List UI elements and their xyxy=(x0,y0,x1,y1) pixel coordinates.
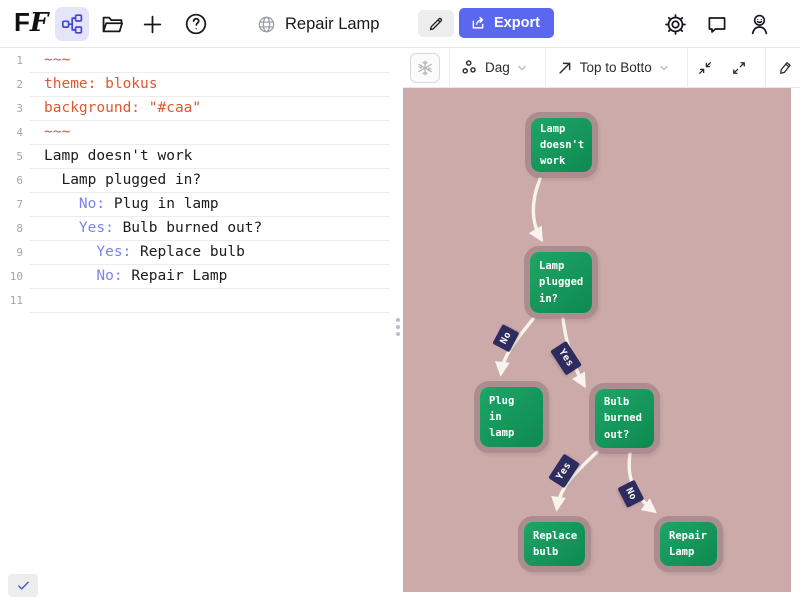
node-label: Plug in lamp xyxy=(480,387,543,447)
code-text: No: Plug in lamp xyxy=(30,193,390,217)
freeze-layout-button[interactable] xyxy=(410,52,440,83)
panel-resize-handle[interactable] xyxy=(394,48,403,600)
export-button[interactable]: Export xyxy=(459,8,554,38)
toolbar-divider xyxy=(449,47,450,88)
flowchart-node[interactable]: Repair Lamp xyxy=(654,516,723,572)
code-text: Lamp doesn't work xyxy=(30,145,390,169)
line-number: 8 xyxy=(16,222,23,235)
flowchart-node[interactable]: Bulb burned out? xyxy=(589,383,660,454)
graph-nodes-icon xyxy=(460,58,479,77)
direction-select[interactable]: Top to Botto xyxy=(546,48,678,88)
editor-line[interactable]: 1 ~~~ xyxy=(0,49,396,73)
globe-icon xyxy=(256,14,277,35)
editor-line[interactable]: 4 ~~~ xyxy=(0,121,396,145)
node-label: Replace bulb xyxy=(524,522,585,566)
snowflake-icon xyxy=(415,58,435,78)
editor-line[interactable]: 11 xyxy=(0,289,396,313)
node-label: Lamp plugged in? xyxy=(530,252,592,313)
node-label: Repair Lamp xyxy=(660,522,717,566)
page-title: Repair Lamp xyxy=(285,14,380,33)
expand-button[interactable] xyxy=(722,48,756,88)
line-number: 7 xyxy=(16,198,23,211)
direction-label: Top to Botto xyxy=(579,60,652,75)
line-number: 2 xyxy=(16,78,23,91)
node-label: Lamp doesn't work xyxy=(531,118,592,172)
line-number: 10 xyxy=(9,270,23,283)
flowchart-node[interactable]: Lamp plugged in? xyxy=(524,246,598,319)
flowchart-icon xyxy=(60,12,84,36)
arrows-out-icon xyxy=(730,59,748,77)
code-text: ~~~ xyxy=(30,121,390,145)
help-icon xyxy=(183,11,209,37)
editor-line[interactable]: 6 Lamp plugged in? xyxy=(0,169,396,193)
logo-letter-2: F xyxy=(29,8,49,38)
account-person-icon xyxy=(747,12,772,37)
line-number: 6 xyxy=(16,174,23,187)
toolbar-divider xyxy=(544,47,546,88)
line-number: 11 xyxy=(9,294,23,307)
export-label: Export xyxy=(494,15,540,31)
line-number: 4 xyxy=(16,126,23,139)
flowchart-node[interactable]: Replace bulb xyxy=(518,516,591,572)
graph-panel: Dag Top to Botto Blok xyxy=(403,47,800,600)
code-text: Yes: Replace bulb xyxy=(30,241,390,265)
editor-status-button[interactable] xyxy=(8,574,38,597)
editor-line[interactable]: 7 No: Plug in lamp xyxy=(0,193,396,217)
arrow-up-right-icon xyxy=(556,59,574,77)
drag-dots-icon xyxy=(396,318,400,336)
new-chart-button[interactable] xyxy=(135,7,169,41)
toolbar-divider xyxy=(686,47,688,88)
editor-line[interactable]: 3 background: "#caa" xyxy=(0,97,396,121)
flowchart-node[interactable]: Lamp doesn't work xyxy=(525,112,598,178)
chevron-down-icon xyxy=(658,62,670,74)
editor-line[interactable]: 10 No: Repair Lamp xyxy=(0,265,396,289)
contract-button[interactable] xyxy=(688,48,722,88)
folder-icon xyxy=(100,12,125,37)
line-number: 9 xyxy=(16,246,23,259)
line-number: 3 xyxy=(16,102,23,115)
editor-line[interactable]: 5 Lamp doesn't work xyxy=(0,145,396,169)
help-button[interactable] xyxy=(179,7,213,41)
brush-icon xyxy=(776,59,794,77)
flowchart-tab-button[interactable] xyxy=(55,7,89,41)
arrows-in-icon xyxy=(696,59,714,77)
logo-letter-1: F xyxy=(14,7,30,37)
account-button[interactable] xyxy=(746,11,772,37)
rename-button[interactable] xyxy=(418,10,454,37)
editor-line[interactable]: 8 Yes: Bulb burned out? xyxy=(0,217,396,241)
settings-gear-icon xyxy=(663,12,688,37)
check-icon xyxy=(16,578,31,593)
code-text: No: Repair Lamp xyxy=(30,265,390,289)
code-text xyxy=(30,289,390,313)
flowchart-canvas[interactable]: Lamp doesn't work Lamp plugged in? Plug … xyxy=(403,88,791,592)
editor-line[interactable]: 9 Yes: Replace bulb xyxy=(0,241,396,265)
feedback-button[interactable] xyxy=(704,11,730,37)
code-text: theme: blokus xyxy=(30,73,390,97)
app-header: FF Repair Lamp Export xyxy=(0,0,800,48)
code-text: background: "#caa" xyxy=(30,97,390,121)
app-logo[interactable]: FF xyxy=(14,7,48,38)
layout-label: Dag xyxy=(485,60,510,75)
pencil-icon xyxy=(427,15,445,33)
layout-select[interactable]: Dag xyxy=(450,48,536,88)
node-label: Bulb burned out? xyxy=(595,389,654,448)
editor-line[interactable]: 2 theme: blokus xyxy=(0,73,396,97)
share-icon xyxy=(469,14,487,32)
flowchart-node[interactable]: Plug in lamp xyxy=(474,381,549,453)
settings-button[interactable] xyxy=(662,11,688,37)
code-text: Lamp plugged in? xyxy=(30,169,390,193)
graph-toolbar: Dag Top to Botto Blok xyxy=(403,47,800,88)
toolbar-divider xyxy=(764,47,766,88)
feedback-chat-icon xyxy=(705,12,729,36)
document-title-group: Repair Lamp xyxy=(256,0,379,48)
line-number: 1 xyxy=(16,54,23,67)
line-number: 5 xyxy=(16,150,23,163)
chevron-down-icon xyxy=(516,62,528,74)
theme-select[interactable]: Blok xyxy=(766,48,800,88)
plus-icon xyxy=(140,12,165,37)
code-text: Yes: Bulb burned out? xyxy=(30,217,390,241)
open-folder-button[interactable] xyxy=(95,7,129,41)
code-text: ~~~ xyxy=(30,49,390,73)
